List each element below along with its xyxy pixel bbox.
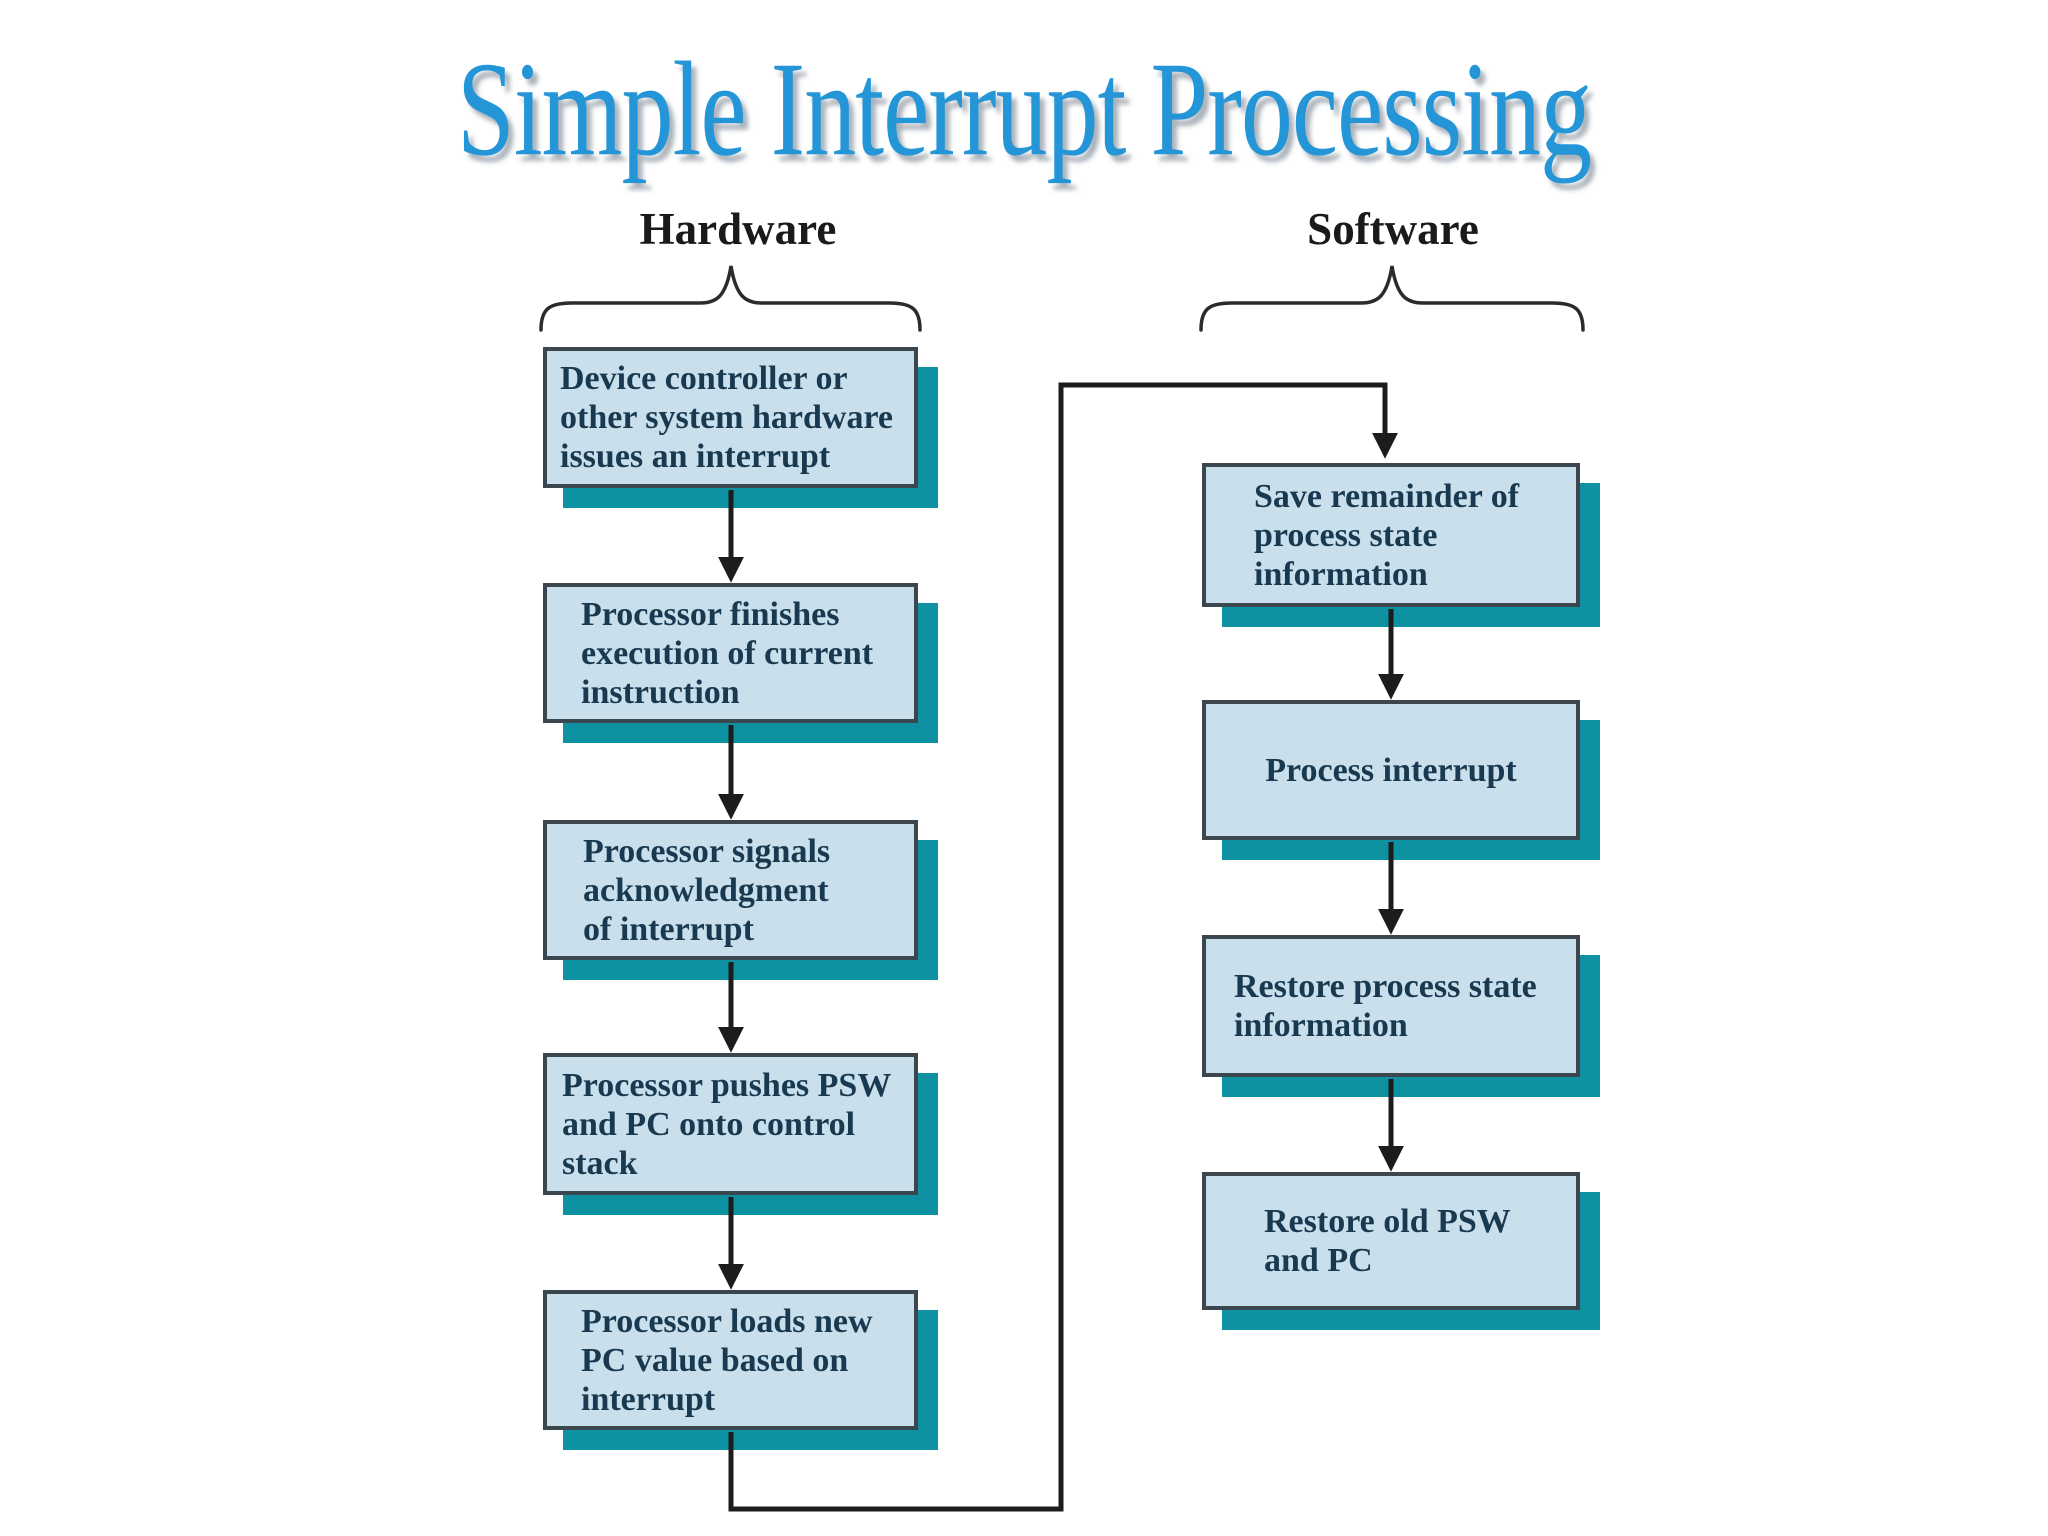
- software-column-label: Software: [1307, 204, 1479, 254]
- flow-box-processor-loads-new-pc: Processor loads new PC value based on in…: [543, 1290, 918, 1430]
- flow-box-processor-finishes-instruction: Processor finishes execution of current …: [543, 583, 918, 723]
- software-brace-icon: [1199, 265, 1585, 332]
- hardware-brace-icon: [539, 265, 922, 332]
- flow-box-processor-signals-ack: Processor signals acknowledgment of inte…: [543, 820, 918, 960]
- flow-box-restore-process-state: Restore process state information: [1202, 935, 1580, 1077]
- flow-box-processor-pushes-psw-pc: Processor pushes PSW and PC onto control…: [543, 1053, 918, 1195]
- hardware-column-label: Hardware: [639, 204, 837, 254]
- flow-box-restore-old-psw-pc: Restore old PSW and PC: [1202, 1172, 1580, 1310]
- flow-box-process-interrupt: Process interrupt: [1202, 700, 1580, 840]
- slide-title: Simple Interrupt Processing: [456, 34, 1592, 185]
- flow-box-save-process-state: Save remainder of process state informat…: [1202, 463, 1580, 607]
- flow-box-device-issues-interrupt: Device controller or other system hardwa…: [543, 347, 918, 488]
